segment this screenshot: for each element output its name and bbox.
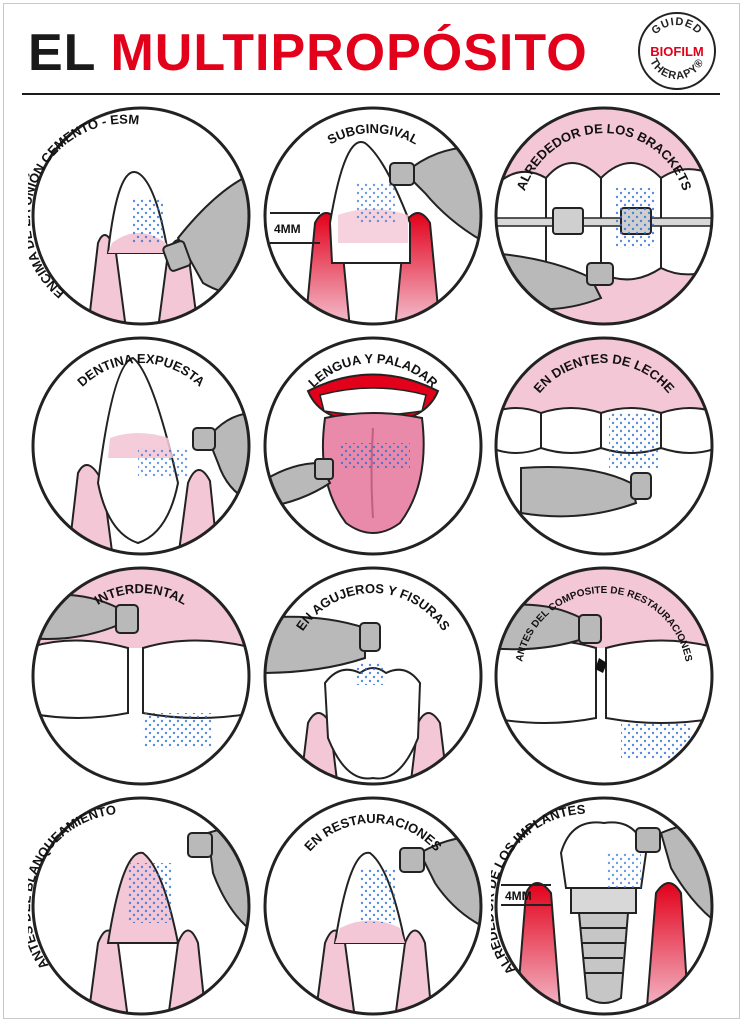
guided-biofilm-therapy-logo: GUIDED BIOFILM THERAPY® [636,10,718,92]
panel-fissures: EN AGUJEROS Y FISURAS [260,563,486,789]
title-part-1: EL [28,24,97,82]
panel-restorations: EN RESTAURACIONES [260,793,486,1019]
measure-label: 4MM [274,222,301,236]
page-title: EL MULTIPROPÓSITO [28,22,628,84]
title-part-2: MULTIPROPÓSITO [110,24,588,82]
panel-exposed-dentin: DENTINA EXPUESTA [28,333,254,559]
panel-subgingival: 4MM SUBGINGIVAL [260,103,486,329]
panel-tongue: LENGUA Y PALADAR [260,333,486,559]
page-frame [3,3,740,1019]
panel-brackets: ALREDEDOR DE LOS BRACKETS [491,103,717,329]
header-rule [22,93,720,95]
measure-label: 4MM [505,889,532,903]
panel-interdental: INTERDENTAL [28,563,254,789]
panel-composite: ANTES DEL COMPOSITE DE RESTAURACIONES [491,563,717,789]
panel-implants: 4MM ALREDEDOR DE LOS IMPLANTES [491,793,717,1019]
panel-cej: POR ENCIMA DE LA UNIÓN CEMENTO - ESMALTE [28,103,254,329]
panel-milk-teeth: EN DIENTES DE LECHE [491,333,717,559]
logo-line-2: BIOFILM [650,44,703,59]
panel-whitening: ANTES DEL BLANQUEAMIENTO [28,793,254,1019]
